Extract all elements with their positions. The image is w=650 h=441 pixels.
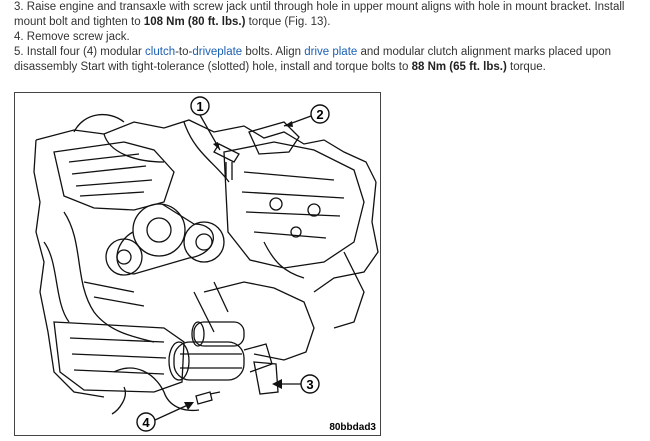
step-text: and modular clutch alignment marks place… <box>14 46 612 73</box>
step-3: 3. Raise engine and transaxle with screw… <box>14 0 640 30</box>
figure-frame <box>14 92 381 436</box>
callout-1-label: 1 <box>196 99 203 114</box>
engine-block-drawing <box>33 113 379 415</box>
callout-1: 1 <box>190 96 221 151</box>
step-5: 5. Install four (4) modular clutch-to-dr… <box>14 45 640 75</box>
clutch-link[interactable]: clutch <box>145 46 176 58</box>
step-text: torque (Fig. 13). <box>245 16 331 28</box>
callout-3-label: 3 <box>306 377 313 392</box>
step-text: bolts. Align <box>242 46 305 58</box>
step-4: 4. Remove screw jack. <box>14 30 640 45</box>
step-number: 3. <box>14 1 24 13</box>
step-text: -to- <box>175 46 193 58</box>
step-text: torque. <box>506 61 546 73</box>
callout-2-label: 2 <box>316 107 323 122</box>
step-text: Install four (4) modular <box>26 46 146 58</box>
engine-diagram: 1 2 3 4 80bbdad3 <box>14 92 381 436</box>
step-text: Raise engine and transaxle with screw ja… <box>14 1 625 28</box>
torque-value: 108 Nm (80 ft. lbs.) <box>143 16 246 28</box>
callout-4: 4 <box>136 402 194 432</box>
callout-4-label: 4 <box>142 415 150 430</box>
drive-plate-link[interactable]: drive plate <box>304 46 358 58</box>
driveplate-link[interactable]: driveplate <box>192 46 243 58</box>
engine-diagram-figure: 1 2 3 4 80bbdad3 <box>14 92 382 436</box>
torque-value: 88 Nm (65 ft. lbs.) <box>411 61 507 73</box>
step-number: 4. <box>14 31 24 43</box>
step-number: 5. <box>14 46 24 58</box>
instructions: 3. Raise engine and transaxle with screw… <box>14 0 640 75</box>
step-text: Remove screw jack. <box>26 31 130 43</box>
callout-3: 3 <box>272 374 320 394</box>
figure-code: 80bbdad3 <box>329 422 376 433</box>
callout-2: 2 <box>283 104 330 127</box>
